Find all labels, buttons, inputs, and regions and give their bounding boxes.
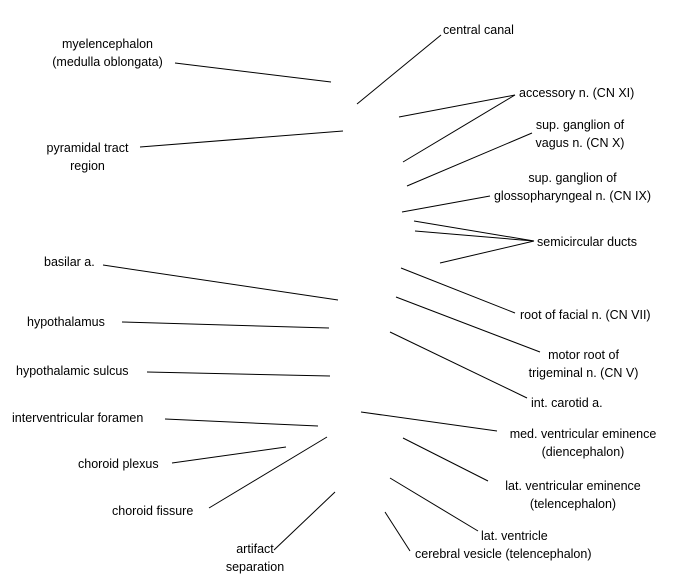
leader-myelencephalon bbox=[174, 62, 332, 83]
label-semicircular-ducts: semicircular ducts bbox=[537, 235, 638, 249]
leader-med-ventricular-eminence bbox=[360, 411, 498, 432]
leader-pyramidal-tract bbox=[139, 130, 344, 148]
label-cerebral-vesicle: cerebral vesicle (telencephalon) bbox=[415, 547, 592, 561]
leader-facial bbox=[400, 267, 516, 314]
label-accessory-n: accessory n. (CN XI) bbox=[519, 86, 635, 100]
leader-accessory-1 bbox=[398, 94, 516, 118]
label-med-ventricular-eminence: med. ventricular eminence(diencephalon) bbox=[509, 427, 657, 459]
leader-vagus bbox=[406, 132, 533, 187]
leader-glossopharyngeal bbox=[401, 195, 491, 213]
leader-central-canal bbox=[356, 34, 442, 105]
label-basilar-a: basilar a. bbox=[44, 255, 95, 269]
leader-accessory-2 bbox=[402, 94, 516, 163]
leader-choroid-plexus bbox=[171, 446, 287, 464]
leader-lat-ventricle bbox=[389, 477, 479, 532]
label-int-carotid-a: int. carotid a. bbox=[531, 396, 603, 410]
leader-semicircular-2 bbox=[414, 230, 535, 242]
label-root-facial-n: root of facial n. (CN VII) bbox=[520, 308, 651, 322]
leader-hypothalamic-sulcus bbox=[146, 371, 331, 377]
label-lat-ventricular-eminence: lat. ventricular eminence(telencephalon) bbox=[505, 479, 641, 511]
label-central-canal: central canal bbox=[443, 23, 514, 37]
label-interventricular-foramen: interventricular foramen bbox=[12, 411, 144, 425]
leader-cerebral-vesicle bbox=[384, 511, 411, 552]
leader-semicircular-1 bbox=[413, 220, 535, 242]
label-hypothalamic-sulcus: hypothalamic sulcus bbox=[16, 364, 129, 378]
leader-semicircular-3 bbox=[439, 240, 535, 264]
leader-choroid-fissure bbox=[208, 436, 328, 509]
label-choroid-fissure: choroid fissure bbox=[112, 504, 194, 518]
label-hypothalamus: hypothalamus bbox=[27, 315, 105, 329]
leader-artifact-separation bbox=[273, 491, 336, 551]
label-myelencephalon: myelencephalon(medulla oblongata) bbox=[52, 37, 163, 69]
label-lat-ventricle: lat. ventricle bbox=[481, 529, 548, 543]
label-choroid-plexus: choroid plexus bbox=[78, 457, 159, 471]
leader-basilar bbox=[102, 264, 339, 301]
leader-hypothalamus bbox=[121, 321, 330, 329]
leader-lat-ventricular-eminence bbox=[402, 437, 489, 482]
leader-int-carotid bbox=[389, 331, 528, 399]
leader-interventricular-foramen bbox=[164, 418, 319, 427]
leader-trigeminal bbox=[395, 296, 541, 353]
